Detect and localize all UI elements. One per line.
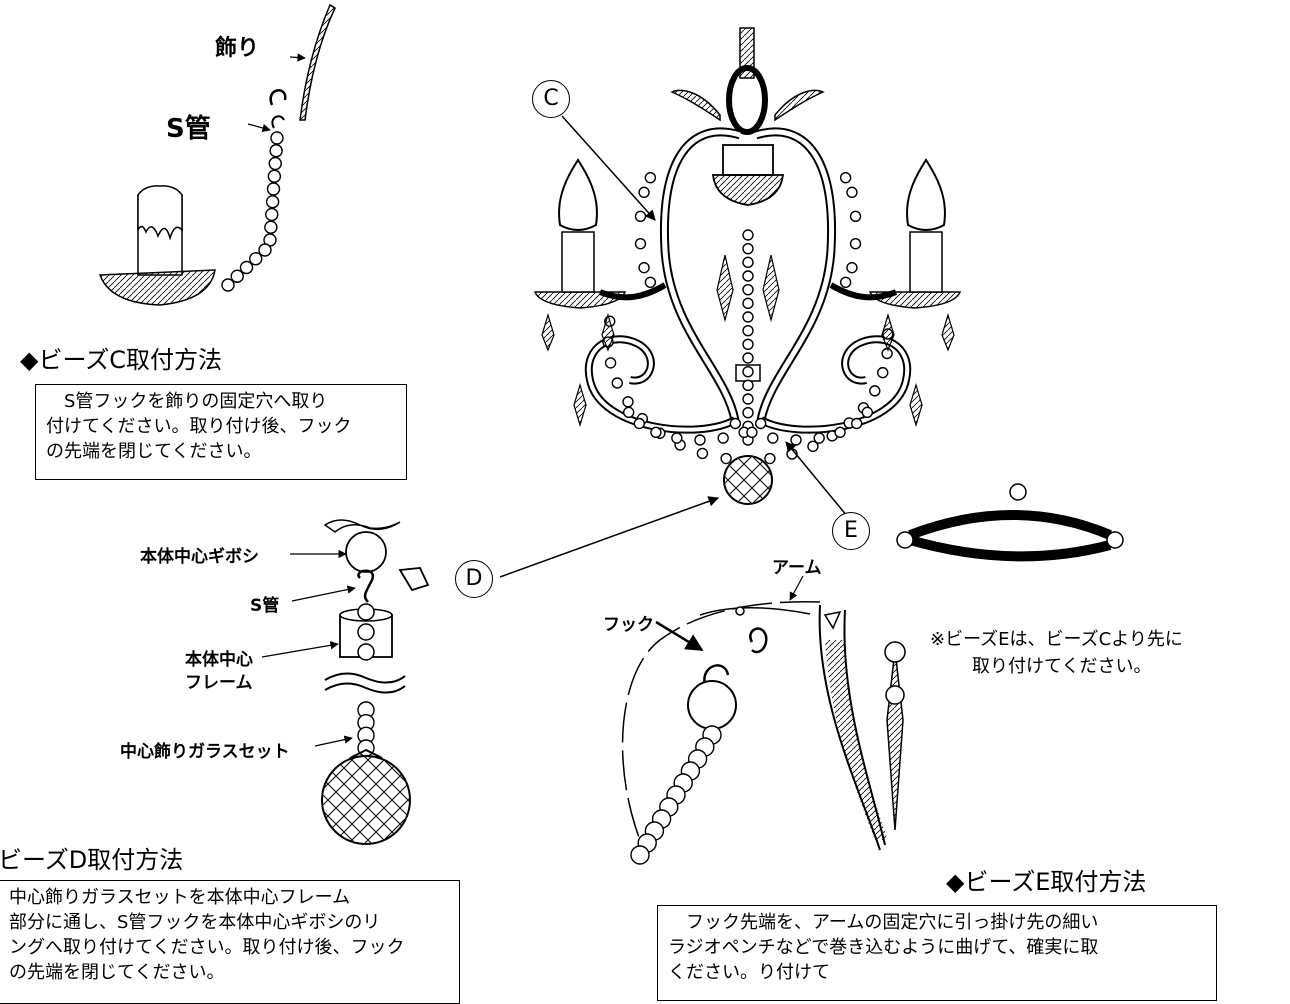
bead-c-instructions: S管フックを飾りの固定穴へ取り 付けてください。取り付け後、フック の先端を閉じ… bbox=[35, 384, 407, 480]
callout-e: E bbox=[832, 512, 870, 550]
center-frame-label-1: 本体中心 bbox=[185, 650, 253, 670]
callout-c: C bbox=[532, 80, 570, 118]
bead bbox=[742, 311, 754, 323]
bead-e-note-line2: 取り付けてください。 bbox=[972, 656, 1152, 677]
bead bbox=[249, 252, 263, 266]
bead bbox=[267, 169, 282, 183]
bead bbox=[604, 357, 617, 369]
bead bbox=[230, 269, 244, 283]
bead bbox=[650, 426, 662, 439]
callout-d: D bbox=[455, 560, 493, 598]
bead bbox=[742, 242, 754, 255]
bead bbox=[839, 171, 852, 184]
bead bbox=[266, 182, 281, 196]
bead bbox=[742, 229, 754, 241]
bead bbox=[717, 432, 729, 444]
bead-e-note-line1: ※ビーズEは、ビーズCより先に bbox=[930, 629, 1183, 650]
bead bbox=[877, 366, 889, 379]
bead bbox=[834, 426, 846, 439]
s-hook-label-d: S管 bbox=[250, 596, 280, 616]
bead bbox=[268, 156, 282, 171]
bead bbox=[742, 379, 754, 392]
center-finial-label: 本体中心ギボシ bbox=[140, 547, 259, 567]
bead bbox=[742, 393, 754, 405]
bead bbox=[742, 406, 754, 419]
bead bbox=[634, 237, 647, 250]
bead bbox=[742, 338, 754, 351]
bead bbox=[638, 186, 650, 199]
bead bbox=[849, 237, 862, 250]
bead bbox=[633, 417, 646, 430]
ornament-label: 飾り bbox=[215, 36, 260, 61]
bead bbox=[742, 283, 754, 296]
bead bbox=[813, 432, 825, 444]
s-hook-label-c: S管 bbox=[166, 114, 211, 144]
bead bbox=[742, 297, 754, 310]
bead-e-arm-detail bbox=[621, 601, 906, 865]
bead bbox=[239, 260, 254, 275]
bead bbox=[807, 440, 819, 453]
bead bbox=[634, 210, 647, 223]
bead bbox=[265, 195, 280, 209]
bead-e-instructions: フック先端を、アームの固定穴に引っ掛け先の細い ラジオペンチなどで巻き込むように… bbox=[657, 905, 1217, 1001]
hook-label: フック bbox=[603, 615, 654, 635]
bead bbox=[846, 261, 858, 274]
bead-c-heading: ◆ビーズC取付方法 bbox=[20, 346, 223, 374]
bead bbox=[671, 432, 683, 444]
bead bbox=[269, 144, 283, 158]
bead bbox=[644, 171, 657, 184]
bead bbox=[729, 417, 742, 430]
bead bbox=[264, 220, 278, 234]
bead bbox=[638, 261, 650, 274]
bead bbox=[742, 365, 754, 378]
bead-d-illustration bbox=[321, 519, 430, 845]
bead bbox=[622, 396, 634, 408]
bead bbox=[742, 270, 754, 282]
bead-e-garland bbox=[896, 483, 1124, 562]
bead bbox=[258, 243, 272, 257]
bead bbox=[694, 434, 706, 446]
bead bbox=[849, 210, 862, 223]
chandelier-illustration bbox=[533, 27, 962, 505]
bead bbox=[767, 432, 779, 444]
bead bbox=[846, 186, 858, 199]
bead bbox=[270, 131, 284, 145]
bead-e-heading: ◆ビーズE取付方法 bbox=[946, 868, 1147, 896]
bead-c-illustration bbox=[98, 3, 336, 306]
bead bbox=[265, 207, 279, 222]
bead bbox=[850, 417, 863, 430]
bead bbox=[742, 324, 754, 337]
bead bbox=[630, 845, 650, 865]
bead bbox=[611, 377, 623, 389]
bead bbox=[861, 406, 874, 419]
bead-d-heading: ビーズD取付方法 bbox=[0, 846, 184, 874]
center-frame-label-2: フレーム bbox=[185, 673, 253, 693]
glass-set-label: 中心飾りガラスセット bbox=[120, 742, 290, 762]
leader-lines bbox=[247, 53, 853, 747]
bead bbox=[869, 385, 881, 397]
bead bbox=[881, 347, 893, 360]
bead bbox=[221, 278, 235, 292]
bead bbox=[742, 352, 754, 364]
bead bbox=[839, 276, 852, 289]
bead bbox=[746, 426, 758, 439]
bead bbox=[622, 406, 635, 419]
bead bbox=[644, 276, 657, 289]
bead bbox=[790, 434, 802, 446]
bead-d-instructions: 中心飾りガラスセットを本体中心フレーム 部分に通し、S管フックを本体中心ギボシの… bbox=[0, 880, 460, 1004]
arm-label: アーム bbox=[772, 558, 822, 578]
bead bbox=[764, 452, 776, 465]
bead bbox=[696, 447, 709, 460]
bead bbox=[742, 256, 754, 269]
bead bbox=[754, 417, 767, 430]
bead bbox=[720, 452, 732, 465]
